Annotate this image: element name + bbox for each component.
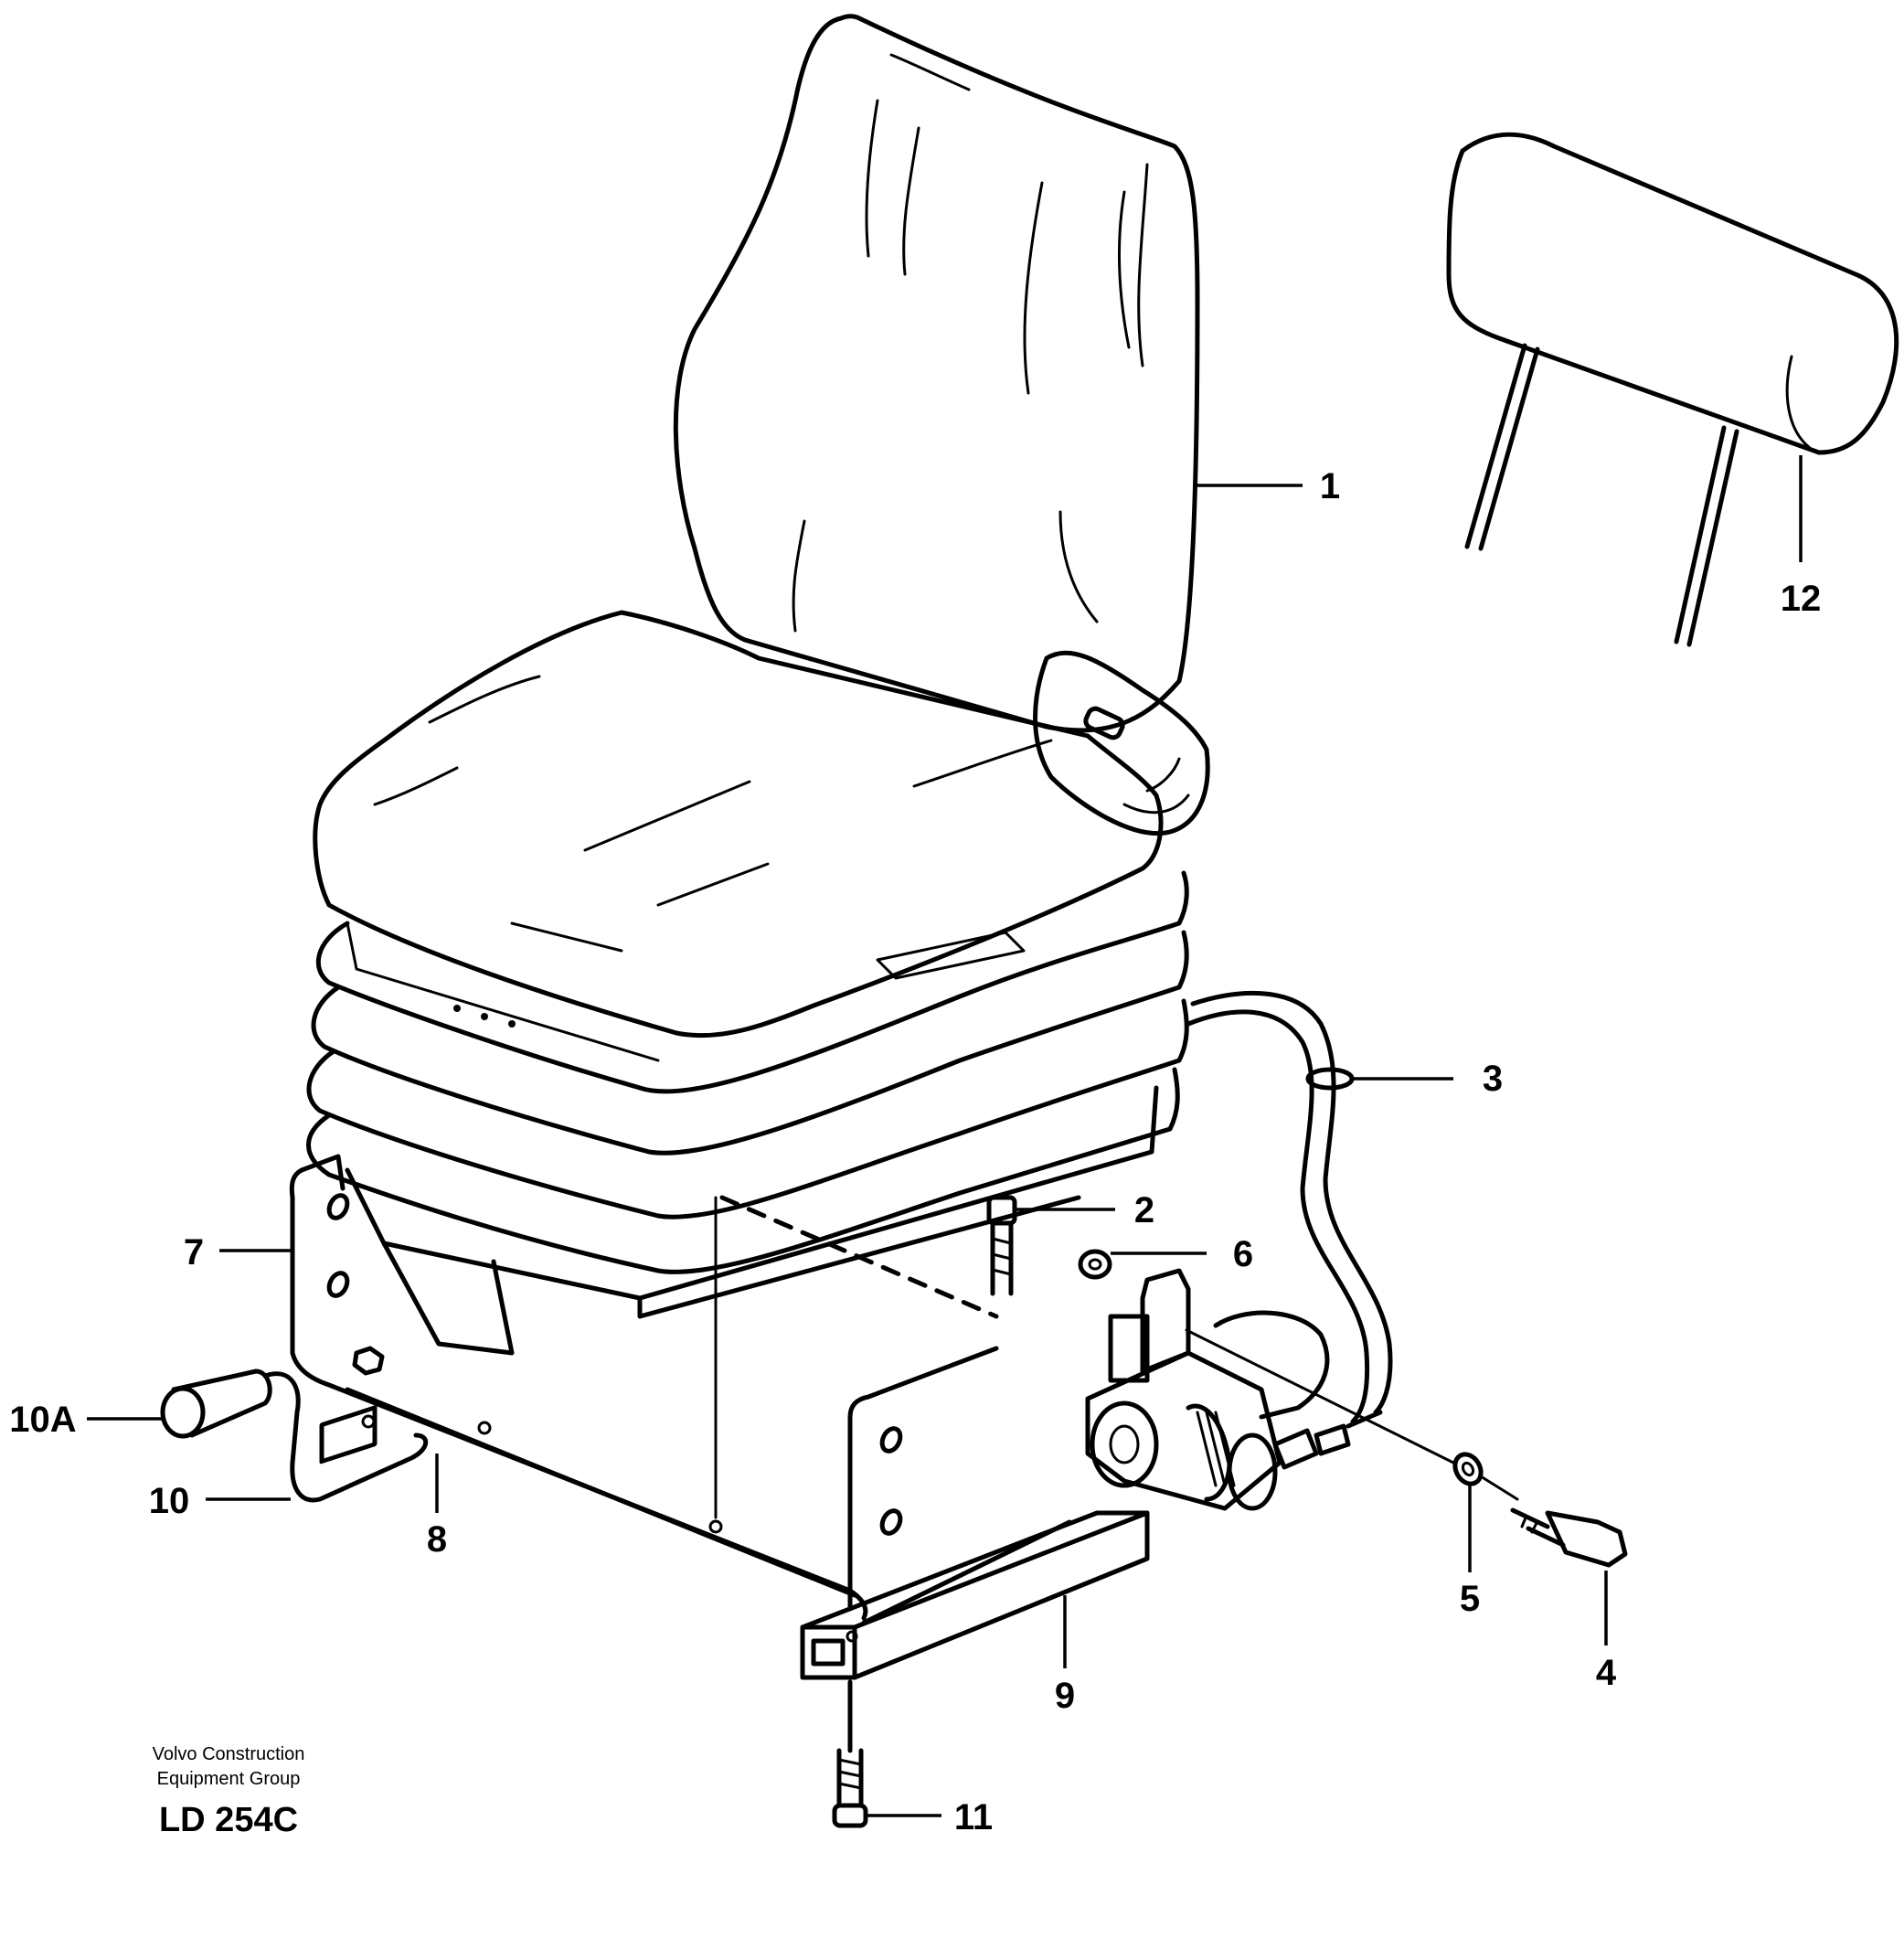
assembly-path-dashed: [719, 1195, 999, 1319]
washer-5: [1452, 1452, 1484, 1486]
callout-4: 4: [1596, 1653, 1617, 1693]
callout-10a: 10A: [9, 1400, 76, 1440]
callout-12: 12: [1781, 579, 1822, 619]
callout-7: 7: [184, 1232, 204, 1273]
bolt-4: [1510, 1507, 1628, 1568]
seat-backrest: [673, 14, 1200, 733]
callout-labels: 1 2 3 4 5 6 7 8 9 10 10A 11 12: [9, 466, 1821, 1837]
seat-cushion: [313, 610, 1164, 1038]
armrest: [1033, 650, 1210, 836]
callout-6: 6: [1233, 1234, 1253, 1274]
slide-rail-and-handle: [160, 1369, 429, 1503]
company-line-2: Equipment Group: [157, 1769, 301, 1789]
mounting-bracket: [289, 1154, 1072, 1625]
screw-2: [986, 1195, 1017, 1296]
bolt-11: [832, 1679, 868, 1828]
callout-3: 3: [1483, 1059, 1503, 1099]
bolt-assembly-axis: [1185, 1328, 1519, 1501]
callout-8: 8: [427, 1519, 447, 1560]
callout-10: 10: [149, 1481, 190, 1521]
callout-11: 11: [954, 1797, 993, 1837]
callout-5: 5: [1460, 1579, 1480, 1619]
callout-2: 2: [1134, 1190, 1154, 1230]
headrest: [1446, 132, 1899, 647]
callout-1: 1: [1320, 466, 1340, 506]
company-line-1: Volvo Construction: [153, 1744, 305, 1764]
suspension-bellows: [306, 870, 1189, 1274]
leader-lines: [87, 455, 1803, 1817]
seat-base-housing: [345, 1085, 1159, 1356]
drawing-code: LD 254C: [159, 1801, 298, 1839]
drawing-credit: Volvo Construction Equipment Group LD 25…: [153, 1744, 305, 1839]
air-compressor-valve: [1085, 1268, 1383, 1511]
air-hose: [1186, 990, 1393, 1424]
lower-rail: [800, 1510, 1150, 1680]
nut-6: [1078, 1249, 1112, 1280]
callout-9: 9: [1055, 1676, 1075, 1716]
